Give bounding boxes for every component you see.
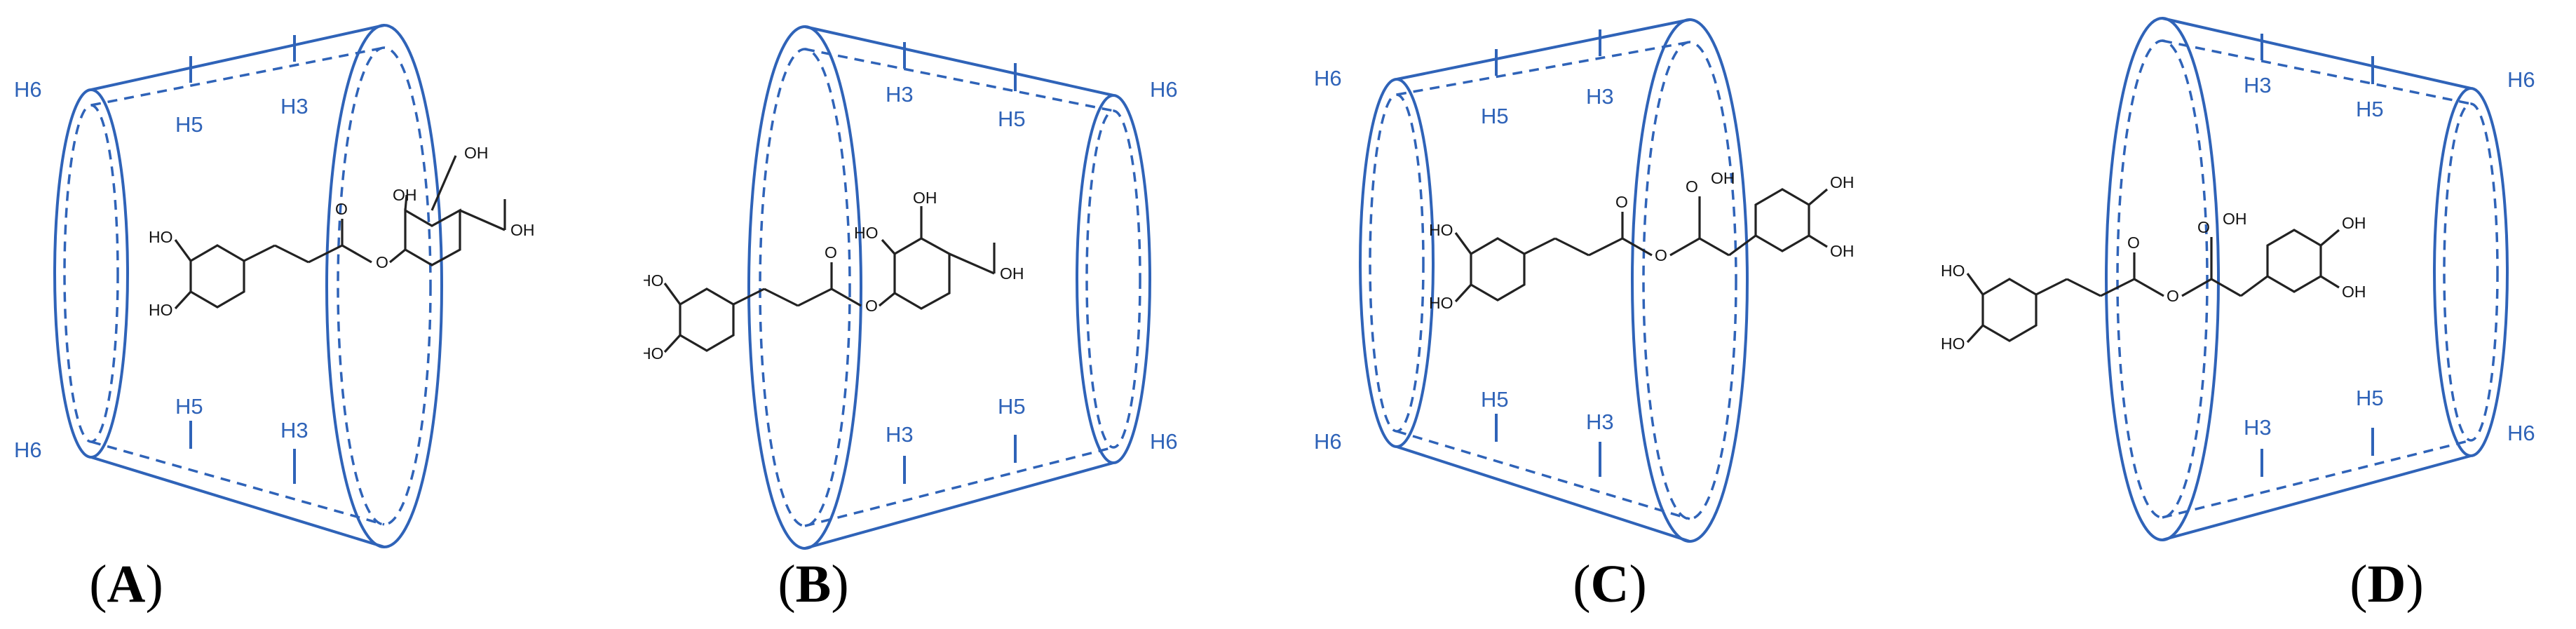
oxygen-label: O [1615, 193, 1628, 211]
panel-a-caption: (A) [89, 555, 163, 614]
oxygen-label: O [376, 253, 388, 271]
cyclodextrin-cone [1359, 18, 1749, 543]
h5-label: H5 [175, 394, 203, 419]
h5-label: H5 [998, 107, 1026, 131]
hydroxyl-label: HO [1429, 221, 1453, 239]
hydroxyl-label: OH [464, 144, 489, 162]
panel-b: H3 H5 H6 H3 H5 H6 HO [644, 0, 1287, 629]
h5-label: H5 [175, 112, 203, 137]
h6-label: H6 [1314, 429, 1342, 454]
hydroxyl-label: OH [393, 186, 417, 204]
rosmarinic-acid-structure [1454, 188, 1829, 303]
panel-d: H3 H5 H6 H3 H5 H6 [1931, 0, 2575, 629]
cyclodextrin-cone [747, 25, 1151, 550]
panel-b-caption: (B) [778, 555, 849, 614]
h5-label: H5 [2356, 386, 2384, 410]
h3-label: H3 [1586, 84, 1614, 109]
h6-label: H6 [2507, 421, 2535, 445]
oxygen-label: O [2197, 218, 2210, 236]
h3-label: H3 [2244, 415, 2272, 440]
rosmarinic-acid-structure [1966, 229, 2340, 344]
oxygen-label: O [2127, 234, 2140, 252]
hydroxyl-label: OH [2342, 283, 2366, 301]
oxygen-label: O [865, 297, 878, 315]
chlorogenic-acid-structure [663, 206, 996, 353]
chlorogenic-acid-structure [174, 155, 506, 310]
oxygen-label: O [825, 243, 837, 262]
hydroxyl-label: HO [149, 301, 173, 319]
h6-label: H6 [2507, 67, 2535, 92]
hydroxyl-label: HO [644, 344, 664, 363]
h6-label: H6 [1150, 77, 1178, 102]
h3-label: H3 [1586, 410, 1614, 434]
h6-label: H6 [14, 77, 42, 102]
h5-label: H5 [1481, 104, 1509, 128]
hydroxyl-label: OH [1830, 242, 1855, 260]
panel-d-caption: (D) [2350, 555, 2424, 614]
panel-c: H6 H5 H3 H6 H5 H3 [1287, 0, 1931, 629]
hydroxyl-label: OH [1711, 169, 1735, 187]
hydroxyl-label: OH [2342, 214, 2366, 232]
oxygen-label: O [1655, 246, 1667, 264]
hydroxyl-label: HO [1941, 334, 1965, 353]
panel-a: H6 H5 H3 H6 H5 H3 HO [0, 0, 644, 629]
cyclodextrin-cone [53, 24, 443, 548]
h5-label: H5 [2356, 97, 2384, 121]
hydroxyl-label: OH [510, 221, 535, 239]
hydroxyl-label: HO [644, 271, 664, 290]
hydroxyl-label: OH [2223, 210, 2247, 228]
cyclodextrin-cone [2105, 17, 2509, 541]
oxygen-label: O [2167, 287, 2179, 305]
oxygen-label: O [1686, 177, 1698, 196]
hydroxyl-label: HO [1941, 262, 1965, 280]
panel-c-diagram: H6 H5 H3 H6 H5 H3 [1314, 18, 1855, 543]
hydroxyl-label: HO [149, 228, 173, 246]
oxygen-label: O [335, 200, 348, 218]
h3-label: H3 [886, 82, 914, 107]
h5-label: H5 [998, 394, 1026, 419]
hydroxyl-label: OH [1830, 173, 1855, 191]
h3-label: H3 [2244, 73, 2272, 97]
h5-label: H5 [1481, 387, 1509, 412]
panel-c-caption: (C) [1573, 555, 1647, 614]
h6-label: H6 [1314, 66, 1342, 90]
h3-label: H3 [280, 94, 309, 119]
hydroxyl-label: HO [854, 224, 879, 242]
h6-label: H6 [14, 438, 42, 462]
panel-d-diagram: H3 H5 H6 H3 H5 H6 [1941, 17, 2535, 541]
hydroxyl-label: OH [1000, 264, 1024, 283]
h3-label: H3 [280, 418, 309, 442]
h6-label: H6 [1150, 429, 1178, 454]
hydroxyl-label: HO [1429, 294, 1453, 312]
panel-b-diagram: H3 H5 H6 H3 H5 H6 HO [644, 25, 1178, 550]
panel-a-diagram: H6 H5 H3 H6 H5 H3 HO [14, 24, 535, 548]
hydroxyl-label: OH [913, 189, 937, 207]
h3-label: H3 [886, 422, 914, 447]
